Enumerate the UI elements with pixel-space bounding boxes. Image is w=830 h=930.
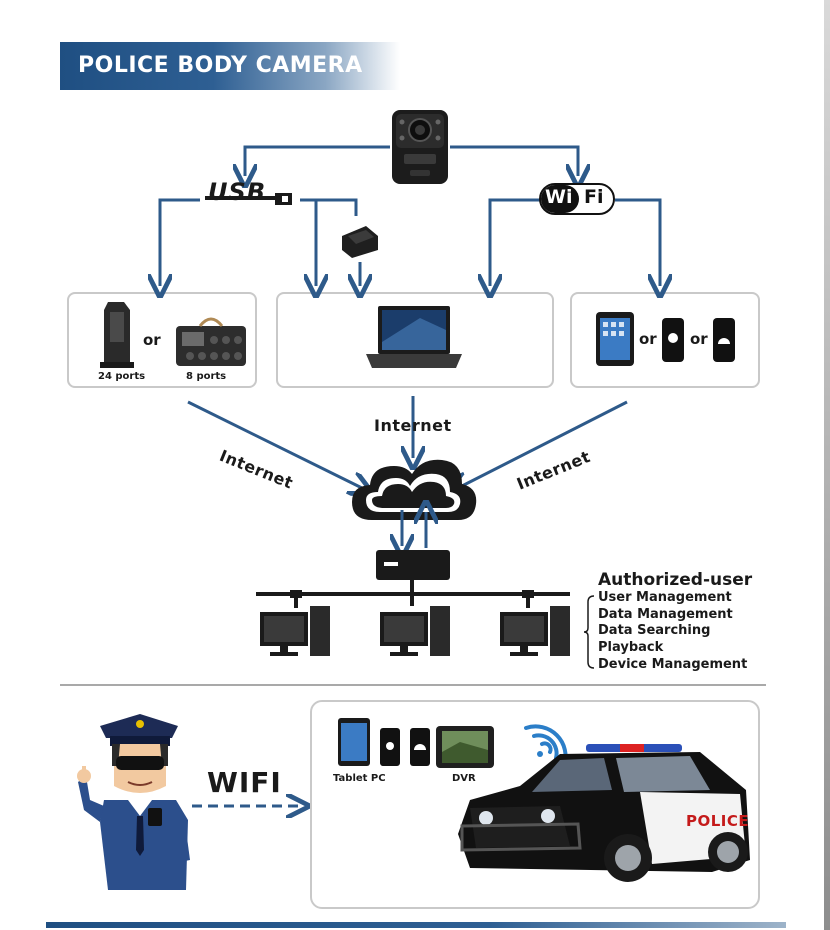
list-item: User Management [598,590,732,605]
android-phone-icon [713,318,735,362]
kiosk-caption: 24 ports [98,371,146,382]
case-caption: 8 ports [186,371,227,382]
iphone-icon [662,318,684,362]
internet-label-center: Internet [374,416,452,435]
bottom-tablet-icon [338,718,370,766]
police-officer-icon [77,714,190,890]
usb-logo-icon [205,193,292,205]
list-item: Data Management [598,606,733,622]
workstation-icon-2 [380,606,450,656]
or-label-right-2: or [690,330,708,348]
docking-cradle-icon [342,226,378,258]
docking-case-icon [176,317,246,366]
laptop-icon [366,306,462,368]
or-label-right-1: or [639,330,657,348]
tablet-icon [596,312,634,366]
workstation-icon-1 [260,606,330,656]
footer-bar [46,922,786,928]
page-title: POLICE BODY CAMERA [78,53,363,78]
authorized-user-list: User Management Data Management Data Sea… [598,590,747,674]
kiosk-icon [100,302,134,368]
wifi-logo-icon [539,183,615,215]
section-divider [60,684,766,686]
list-bracket [583,595,595,669]
list-item: Data Searching [598,623,711,639]
or-label-left: or [143,331,161,349]
cloud-icon [352,459,477,520]
tablet-caption: Tablet PC [333,773,386,784]
wifi-link-label: WIFI [207,766,282,799]
dvr-icon [436,726,494,768]
bottom-iphone-icon [380,728,400,766]
cloud-server-arrows [402,510,426,548]
wifi-logo-text-left: Wi [545,186,573,208]
wifi-logo-text-right: Fi [584,186,604,208]
car-police-text: POLICE [686,812,750,830]
network-nodes [290,590,534,598]
list-item: Playback [598,640,664,656]
bottom-android-phone-icon [410,728,430,766]
police-car-icon [458,744,750,882]
list-item: Device Management [598,656,748,672]
camera-connection-arrows [160,145,660,488]
dvr-caption: DVR [452,773,476,784]
authorized-user-title: Authorized-user [598,570,753,590]
page-edge [824,0,830,930]
usb-logo-text: USB [208,178,267,206]
body-camera-icon [392,110,448,184]
server-icon [376,550,450,580]
title-banner [60,42,400,90]
workstation-icon-3 [500,606,570,656]
